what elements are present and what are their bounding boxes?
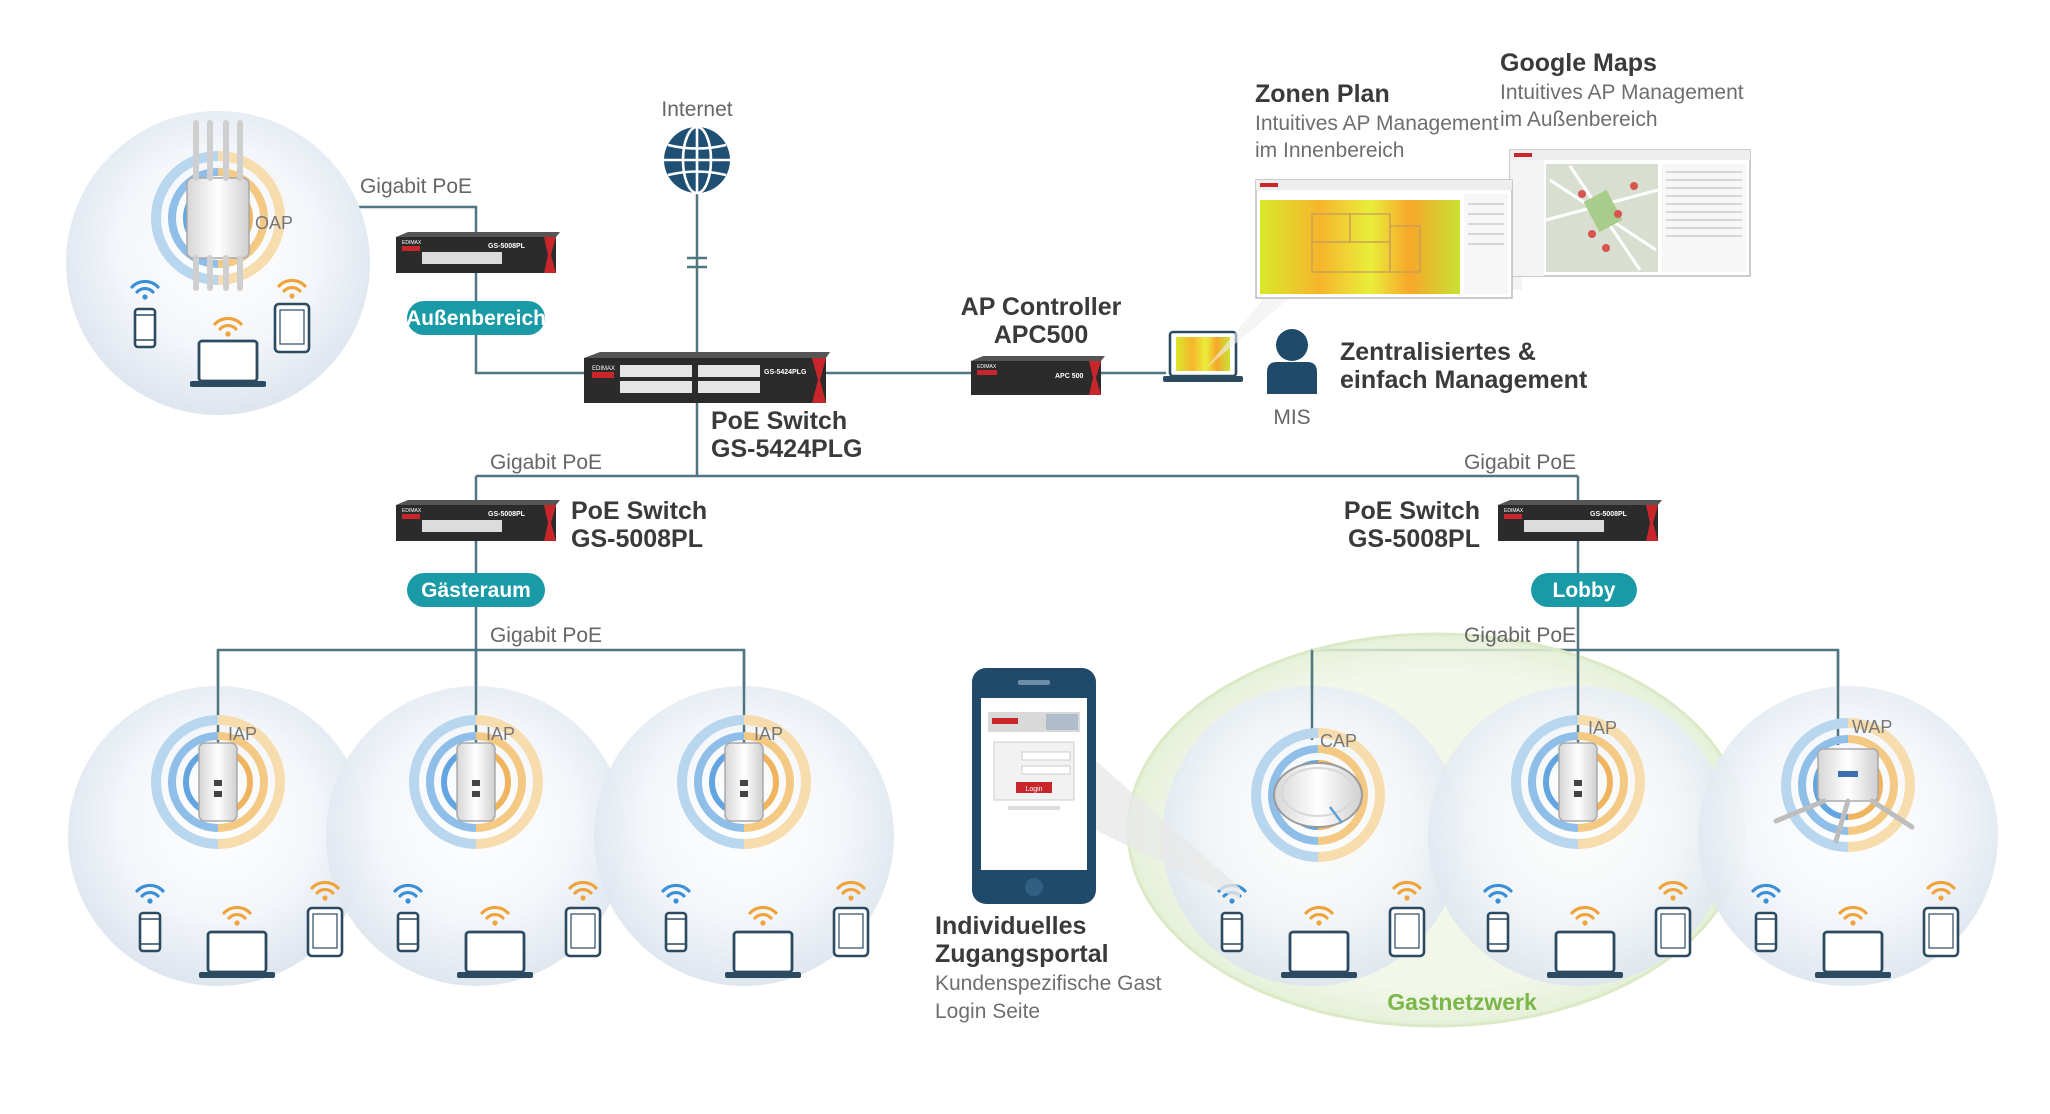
guestroom-bubble-3 [594,686,894,986]
zone-pill-lobby-text: Lobby [1553,579,1616,602]
portal-title-1: Individuelles [935,912,1086,940]
svg-text:EDIMAX: EDIMAX [1504,508,1524,514]
svg-text:GS-5008PL: GS-5008PL [488,243,526,250]
lobby-bubble-iap [1428,686,1728,986]
oap-label: OAP [255,213,293,233]
gigabit-poe-label-guestroom: Gigabit PoE [490,624,602,647]
google-maps-window [1509,149,1751,277]
iap-label-2: IAP [486,724,515,744]
portal-sub-2: Login Seite [935,1000,1040,1023]
switch-right-label-2: GS-5008PL [1348,525,1480,553]
zone-plan-window [1255,179,1513,299]
switch-left-label-2: GS-5008PL [571,525,703,553]
portal-sub-1: Kundenspezifische Gast [935,972,1162,995]
wap-device [1773,723,1912,847]
svg-text:EDIMAX: EDIMAX [592,366,615,372]
iap-device-1 [156,720,280,844]
management-label-2: einfach Management [1340,366,1588,394]
user-icon [1267,329,1317,394]
zone-plan-line1: Intuitives AP Management [1255,112,1499,135]
google-maps-line2: im Außenbereich [1500,108,1658,131]
switch-left-label-1: PoE Switch [571,497,707,525]
svg-text:EDIMAX: EDIMAX [402,240,422,246]
cap-device [1256,733,1380,857]
internet-label: Internet [661,98,732,121]
management-label-1: Zentralisiertes & [1340,338,1536,366]
iap-label-3: IAP [754,724,783,744]
zone-plan-title: Zonen Plan [1255,80,1390,108]
iap-label-lobby: IAP [1588,718,1617,738]
svg-text:APC 500: APC 500 [1055,373,1084,380]
switch-lobby: EDIMAX GS-5008PL [1498,500,1662,541]
core-switch-label-2: GS-5424PLG [711,435,862,463]
guest-network-label: Gastnetzwerk [1387,989,1537,1015]
google-maps-title: Google Maps [1500,49,1657,77]
iap-label-1: IAP [228,724,257,744]
svg-text:GS-5424PLG: GS-5424PLG [764,369,807,376]
switch-outdoor: EDIMAX GS-5008PL [396,232,560,273]
svg-text:EDIMAX: EDIMAX [977,364,997,370]
iap-device-2 [414,720,538,844]
gigabit-poe-label-outdoor: Gigabit PoE [360,175,472,198]
gigabit-poe-label-right: Gigabit PoE [1464,451,1576,474]
core-switch: EDIMAX GS-5424PLG [584,352,830,403]
gigabit-poe-label-lobby: Gigabit PoE [1464,624,1576,647]
ap-controller-label-2: APC500 [994,321,1089,349]
zone-pill-outdoor-text: Außenbereich [406,307,546,330]
portal-title-2: Zugangsportal [935,940,1109,968]
outdoor-ap [156,120,280,291]
ap-controller: EDIMAX APC 500 [971,356,1105,395]
zone-pill-guestroom [407,573,545,607]
guestroom-bubble-1 [68,686,368,986]
svg-text:EDIMAX: EDIMAX [402,508,422,514]
cap-label: CAP [1320,731,1357,751]
portal-phone: Login [972,668,1096,904]
svg-text:GS-5008PL: GS-5008PL [1590,511,1628,518]
globe-icon [664,125,730,195]
iap-device-lobby [1516,720,1640,844]
iap-device-3 [682,720,806,844]
switch-guestroom: EDIMAX GS-5008PL [396,500,560,541]
zone-pill-outdoor [407,301,545,335]
zone-pill-lobby [1531,573,1637,607]
zone-pill-guestroom-text: Gästeraum [421,579,531,602]
wap-label: WAP [1852,717,1892,737]
svg-text:GS-5008PL: GS-5008PL [488,511,526,518]
zone-plan-line2: im Innenbereich [1255,139,1404,162]
guestroom-bubble-2 [326,686,626,986]
gigabit-poe-label-left: Gigabit PoE [490,451,602,474]
management-laptop [1163,330,1243,382]
core-switch-label-1: PoE Switch [711,407,847,435]
switch-right-label-1: PoE Switch [1344,497,1480,525]
svg-text:Login: Login [1025,786,1042,793]
mis-label: MIS [1273,406,1310,429]
google-maps-line1: Intuitives AP Management [1500,81,1744,104]
ap-controller-label-1: AP Controller [961,293,1122,321]
lobby-bubble-cap [1162,686,1462,986]
